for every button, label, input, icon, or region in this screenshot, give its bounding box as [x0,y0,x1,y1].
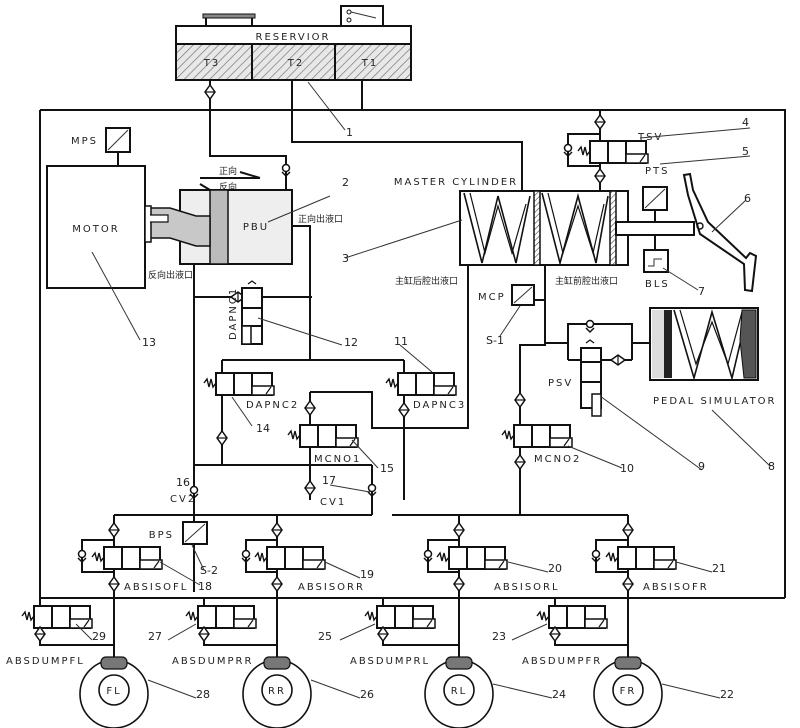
reservoir-pipes [39,80,786,592]
absdumprr-label: ABSDUMPRR [172,656,253,667]
callout-28: 28 [196,688,210,701]
callout-14: 14 [256,422,270,435]
callout-s2: S-2 [200,564,218,577]
callout-4: 4 [742,116,749,129]
callout-20: 20 [548,562,562,575]
callout-6: 6 [744,192,751,205]
callout-23: 23 [492,630,506,643]
mcp-label: MCP [478,292,506,303]
pbu-label: PBU [243,222,269,233]
mcno2-label: MCNO2 [534,454,581,465]
absdumpfl-label: ABSDUMPFL [6,656,85,667]
callout-24: 24 [552,688,566,701]
dapnc1-label: DAPNC1 [228,287,239,340]
wheel-fl: FL [79,656,149,728]
callout-11: 11 [394,335,408,348]
valve-absisorr[interactable]: ABSISORR [241,515,365,668]
chamber-t1: T1 [361,58,378,69]
master-cylinder-rear-outlet: 主缸后腔出液口 [395,275,458,287]
mcno1-label: MCNO1 [314,454,361,465]
master-cylinder-front-outlet: 主缸前腔出液口 [555,275,618,287]
callout-3: 3 [342,252,349,265]
valve-psv[interactable]: PSV [548,339,633,417]
callout-s1: S-1 [486,334,504,347]
wheel-rr-label: RR [268,686,286,697]
absisorl-label: ABSISORL [494,582,560,593]
absisofr-label: ABSISOFR [643,582,709,593]
callout-17: 17 [322,474,336,487]
pbu-reverse-outlet: 反向出液口 [148,269,193,281]
wheel-rl: RL [424,656,494,728]
valve-absdumpfl[interactable]: ABSDUMPFL [6,598,114,667]
wheel-fr: FR [593,656,663,728]
callout-21: 21 [712,562,726,575]
pedal-simulator-label: PEDAL SIMULATOR [653,396,777,407]
master-cylinder [459,190,695,267]
valve-mcno2[interactable]: MCNO2 [501,392,581,515]
bps-label: BPS [149,530,174,541]
absdumpfr-label: ABSDUMPFR [522,656,602,667]
absisofl-label: ABSISOFL [124,582,188,593]
valve-absisofr[interactable]: ABSISOFR [591,515,709,668]
valve-absisorl[interactable]: ABSISORL [423,515,560,668]
callout-2: 2 [342,176,349,189]
callout-19: 19 [360,568,374,581]
valve-dapnc2[interactable]: DAPNC2 [203,360,299,465]
callout-1: 1 [346,126,353,139]
absisorr-label: ABSISORR [298,582,365,593]
chamber-t3: T3 [203,58,220,69]
callout-16: 16 [176,476,190,489]
valve-tsv[interactable]: TSV [563,110,663,191]
callout-25: 25 [318,630,332,643]
brake-pedal[interactable] [682,172,758,293]
valve-absisofl[interactable]: ABSISOFL [77,515,188,668]
dapnc2-label: DAPNC2 [246,400,299,411]
pbu-forward-outlet: 正向出液口 [298,213,343,225]
callout-5: 5 [742,145,749,158]
wheel-fr-label: FR [620,686,637,697]
psv-label: PSV [548,378,573,389]
mps-label: MPS [71,136,98,147]
callout-18: 18 [198,580,212,593]
motor [46,165,146,289]
chamber-t2: T2 [287,58,304,69]
callout-29: 29 [92,630,106,643]
master-cylinder-label: MASTER CYLINDER [394,177,518,188]
callout-22: 22 [720,688,734,701]
wheel-fl-label: FL [106,686,121,697]
pts-label: PTS [645,166,670,177]
valve-absdumprl[interactable]: ABSDUMPRL [350,598,459,667]
cv1-label: CV1 [320,497,346,508]
motor-label: MOTOR [72,224,119,235]
callout-26: 26 [360,688,374,701]
callout-7: 7 [698,285,705,298]
dapnc3-label: DAPNC3 [413,400,466,411]
valve-absdumprr[interactable]: ABSDUMPRR [172,598,277,667]
reservoir-label: RESERVIOR [256,32,331,43]
callout-13: 13 [142,336,156,349]
absdumprl-label: ABSDUMPRL [350,656,430,667]
callout-15: 15 [380,462,394,475]
wheel-rl-label: RL [451,686,468,697]
pbu-forward-label: 正向 [219,165,237,177]
wheel-rr: RR [242,656,312,728]
bls-label: BLS [645,279,670,290]
callout-12: 12 [344,336,358,349]
reservoir: RESERVIOR T3 T2 T1 [175,5,412,81]
valve-dapnc3[interactable]: DAPNC3 [385,360,466,500]
callout-10: 10 [620,462,634,475]
reservoir-level-switch [340,5,384,27]
valve-absdumpfr[interactable]: ABSDUMPFR [522,598,628,667]
pbu: 正向 反向 PBU 2 正向出液口 反向出液口 [144,110,349,281]
valve-dapnc1[interactable]: DAPNC1 [194,280,312,345]
pedal-simulator [649,307,759,382]
cv2-label: CV2 [170,494,196,505]
callout-9: 9 [698,460,705,473]
callout-8: 8 [768,460,775,473]
callout-27: 27 [148,630,162,643]
